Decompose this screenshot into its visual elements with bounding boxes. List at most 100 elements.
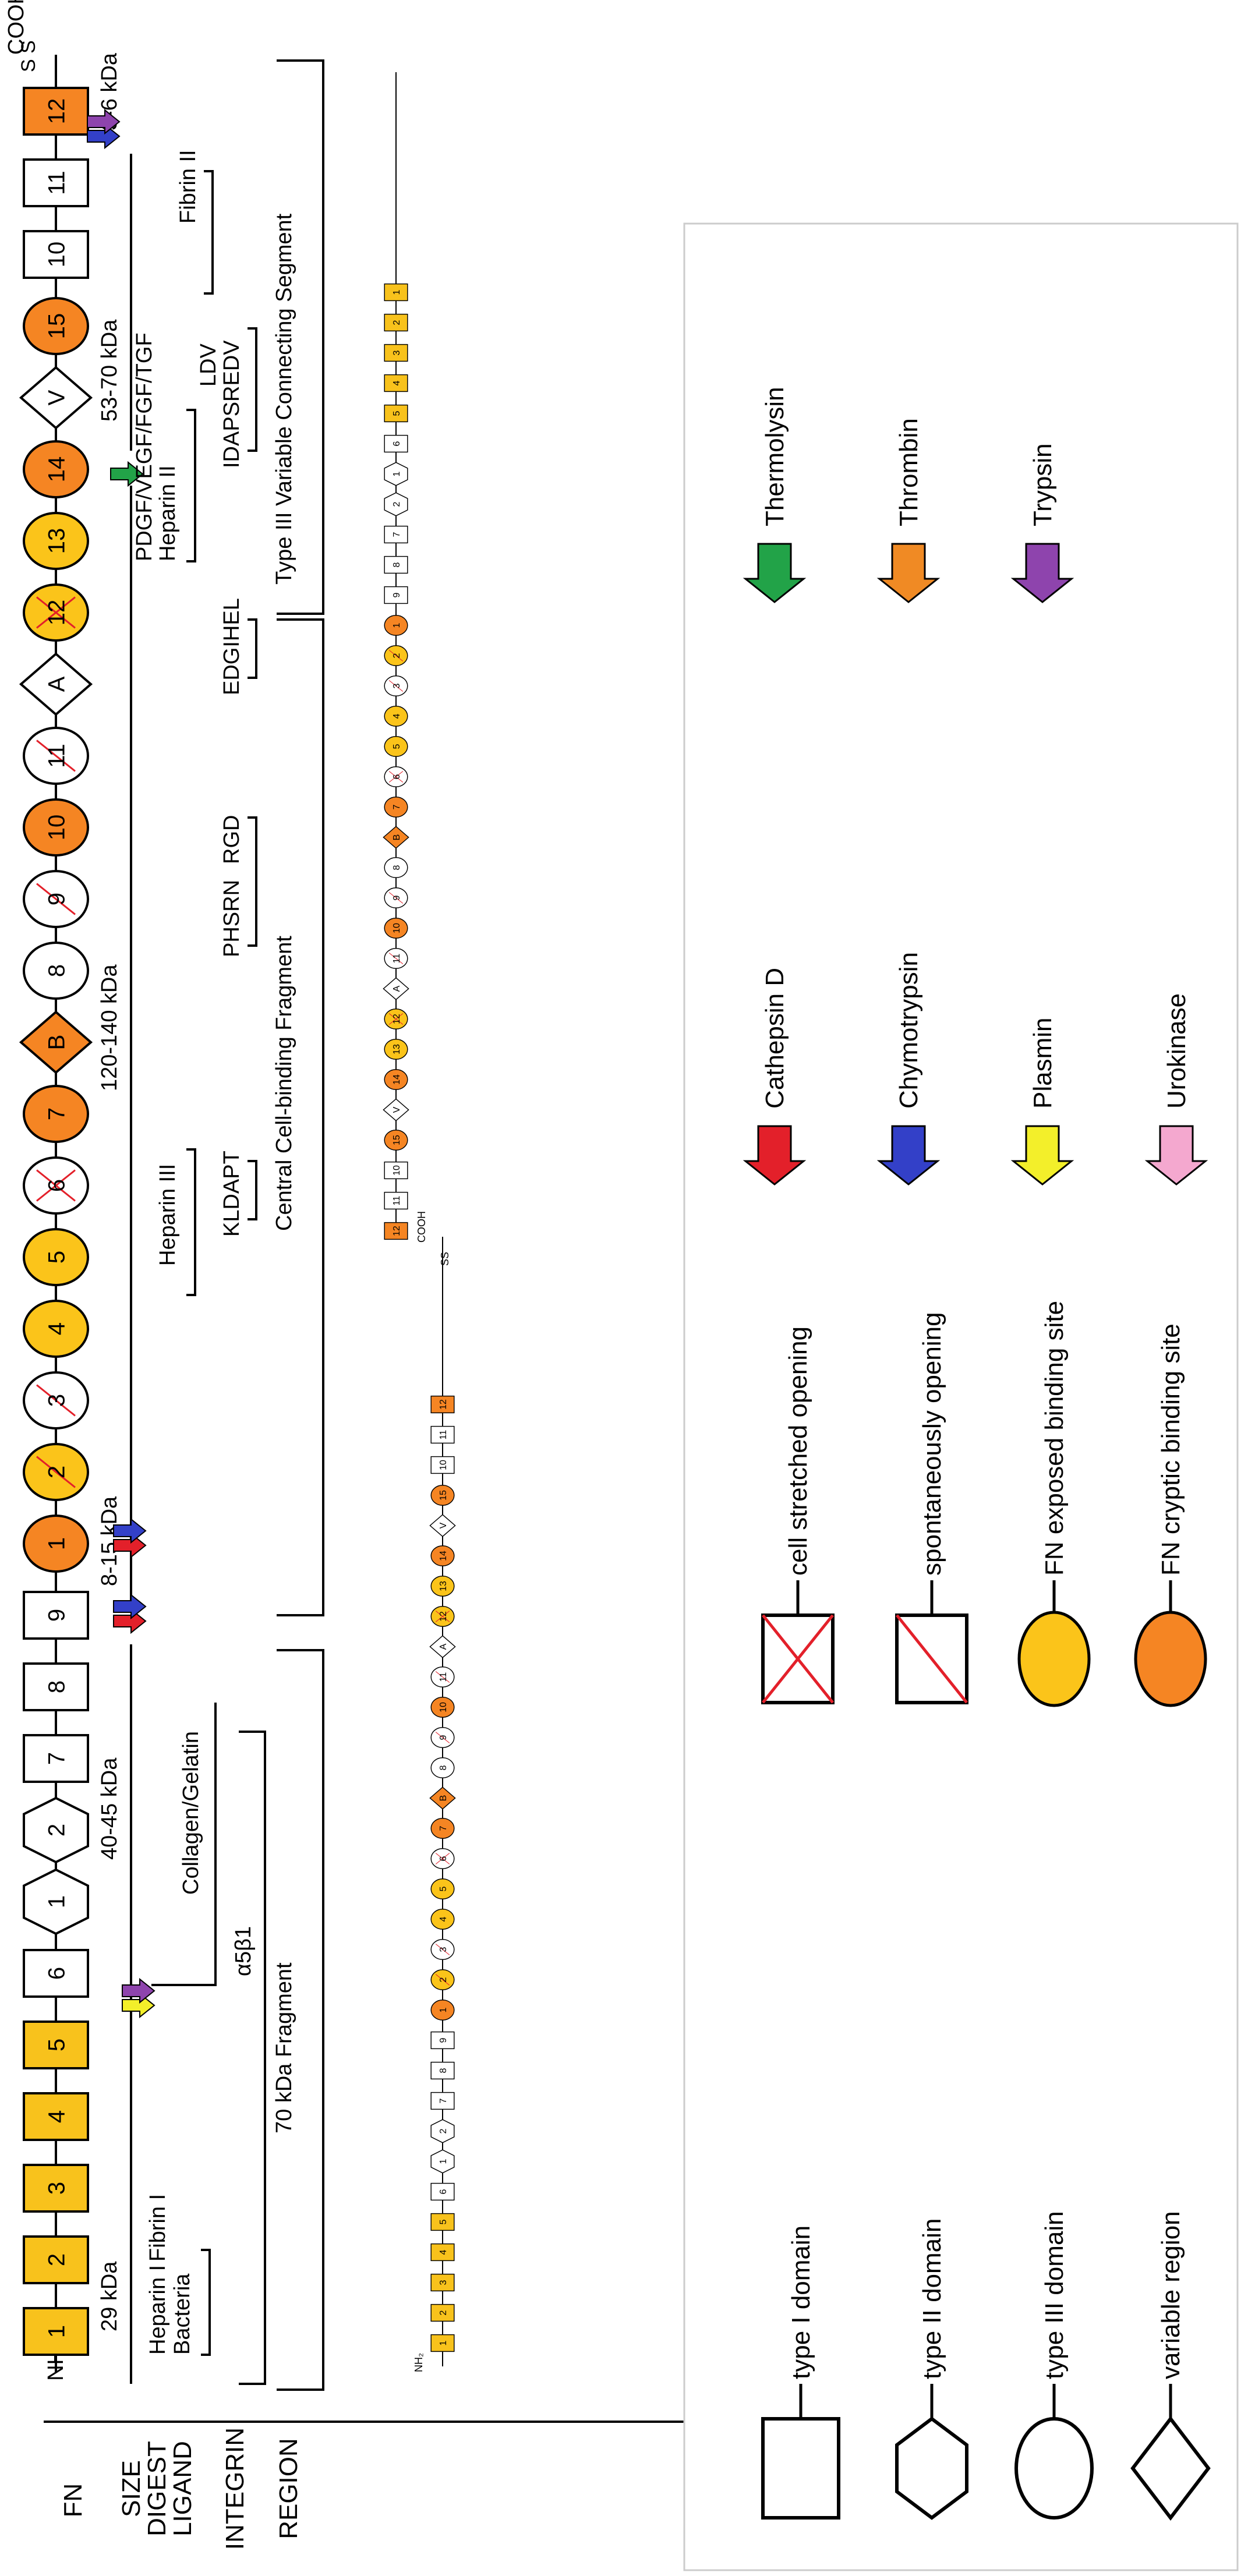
dimer-a-domain-label: 12 <box>439 1399 448 1410</box>
chain-type-i-module <box>23 1591 89 1640</box>
region-central-cell-binding: Central Cell-binding Fragment <box>272 936 296 1231</box>
dimer-a-type-i-module <box>430 2273 455 2292</box>
dimer-b-domain-label: 15 <box>392 1135 402 1145</box>
ligand-row: Heparin I Fibrin I Bacteria Collagen/Gel… <box>132 150 217 2356</box>
chain-opening-mark <box>36 1384 76 1417</box>
dimer-b-type-iii-module <box>384 706 408 727</box>
chain-domain-label: 2 <box>44 1466 69 1478</box>
ligand-pdgf: PDGF/VEGF/FGF/TGF <box>132 332 157 561</box>
dimer-a-domain-label: 10 <box>439 1702 448 1712</box>
chain-domain-label: 15 <box>44 313 69 339</box>
chain-domain-label: 5 <box>44 2039 69 2051</box>
ligand-bracket-collagen <box>151 1703 217 1986</box>
chain-domain-label: 1 <box>44 1537 69 1550</box>
dimer-a-type-iii-module <box>430 1878 455 1900</box>
dimer-a-domain-label: 2 <box>439 1977 448 1982</box>
dimer-chain-a: 123456127891234567B891011A121314V1510111… <box>429 1237 456 2366</box>
dimer-b-domain-11: 9 <box>384 887 408 909</box>
dimer-a-domain-label: 8 <box>439 1765 448 1770</box>
dimer-a-domain-label: V <box>439 1522 448 1528</box>
dimer-a-type-iii-module <box>430 1818 455 1839</box>
dimer-a-type-iii-module <box>430 2000 455 2021</box>
chain-domain-label: 12 <box>44 600 69 626</box>
dimer-b-domain-label: 1 <box>392 289 402 295</box>
chain-domain-9: 8 <box>23 1662 89 1711</box>
integrin-row: α5β1 <box>231 1731 266 2385</box>
chain-type-iii-module <box>23 297 89 355</box>
ligand-heparin-iii: Heparin III <box>155 1164 180 1266</box>
dimer-a-domain-label: 14 <box>439 1551 448 1561</box>
dimer-a-domain-label: 7 <box>439 1825 448 1831</box>
dimer-a-type-iii-module <box>430 1757 455 1779</box>
dimer-b-domain-3: 15 <box>384 1130 408 1151</box>
legend-type-iii-icon <box>1014 2417 1094 2520</box>
dimer-a-domain-27: V <box>429 1514 456 1537</box>
legend-enzyme-arrow-icon <box>1010 543 1074 603</box>
dimer-b-type-iii-module <box>384 615 408 636</box>
dimer-a-domain-20: 9 <box>430 1727 455 1749</box>
dimer-a-domain-5: 6 <box>430 2182 455 2201</box>
chain-domain-label: 3 <box>44 1394 69 1407</box>
cleavage-thermolysin-arrow <box>110 461 144 487</box>
dimer-a-type-iii-module <box>430 1545 455 1567</box>
legend-enzyme-1: Chymotrypsin <box>876 952 941 1186</box>
dimer-a-type-ii-module <box>430 2149 455 2174</box>
chain-opening-mark <box>36 883 76 915</box>
ss-label: S S <box>17 40 40 72</box>
cleavage-cathepsin-arrow-2 <box>113 1532 147 1559</box>
legend-spontaneous-slash <box>896 1614 968 1704</box>
row-label-integrin: INTEGRIN <box>221 2428 249 2550</box>
dimer-a-domain-30: 11 <box>430 1425 455 1444</box>
chain-opening-mark-2 <box>36 596 76 629</box>
dimer-b-type-i-module <box>384 1191 408 1210</box>
dimer-b-domain-label: 14 <box>392 1074 402 1085</box>
dimer-a-type-i-module <box>430 2334 455 2352</box>
dimer-nh2-a: NH₂ <box>413 2353 425 2372</box>
chain-variable-module <box>19 366 93 430</box>
chain-type-i-module <box>23 87 89 136</box>
chain-domain-label: 10 <box>44 242 69 268</box>
dimer-b-domain-label: A <box>392 985 402 992</box>
chain-domain-23: A <box>19 652 93 716</box>
chain-domain-6: 1 <box>23 1868 89 1935</box>
chain-type-iii-module <box>23 512 89 570</box>
region-bracket-70kda <box>277 1649 324 2391</box>
size-29kda: 29 kDa <box>97 2261 122 2331</box>
dimer-b-type-i-module <box>384 404 408 423</box>
chain-domain-31: 12 <box>23 87 89 136</box>
chain-type-i-module <box>23 158 89 207</box>
dimer-a-opening-mark <box>435 1944 450 1955</box>
dimer-cooh-b: COOH <box>416 1211 427 1243</box>
motif-bracket-kldapt <box>248 1160 257 1220</box>
chain-type-i-module <box>23 2021 89 2069</box>
dimer-a-variable-module <box>429 1514 456 1537</box>
cleavage-chymotrypsin-arrow <box>113 1593 147 1620</box>
fn-dimer: 123456127891234567B891011A121314V1510111… <box>383 72 456 2372</box>
dimer-a-domain-label: 7 <box>439 2098 448 2103</box>
chain-domain-label: 7 <box>44 1752 69 1765</box>
dimer-b-domain-26: 6 <box>384 434 408 453</box>
dimer-ss-label: SS <box>439 1252 451 1266</box>
dimer-b-domain-label: 10 <box>392 1165 402 1176</box>
dimer-a-type-i-module <box>430 1456 455 1474</box>
dimer-b-domain-label: 1 <box>392 471 402 476</box>
chain-domain-11: 1 <box>23 1515 89 1573</box>
chain-domain-24: 12 <box>23 583 89 642</box>
chain-domain-16: 6 <box>23 1156 89 1215</box>
dimer-b-variable-module <box>383 977 409 1000</box>
dimer-a-domain-label: 9 <box>439 1735 448 1740</box>
dimer-a-domain-28: 15 <box>430 1485 455 1506</box>
dimer-a-type-i-module <box>430 2092 455 2110</box>
dimer-b-type-iii-module <box>384 736 408 758</box>
chain-domain-7: 2 <box>23 1796 89 1864</box>
dimer-b-domain-label: 7 <box>392 804 402 809</box>
dimer-b-type-i-module <box>384 555 408 574</box>
chain-domain-0: 1 <box>23 2307 89 2356</box>
chain-opening-mark-2 <box>36 1169 76 1202</box>
dimer-b-domain-label: 4 <box>392 380 402 385</box>
dimer-a-domain-10: 9 <box>430 2031 455 2050</box>
fn-chain: NH₂ 123456127891234567B891011A121314V151… <box>4 0 93 2381</box>
legend-enzyme-arrow-icon <box>1144 1125 1208 1186</box>
legend-enzyme-arrow-icon <box>1010 1125 1074 1186</box>
